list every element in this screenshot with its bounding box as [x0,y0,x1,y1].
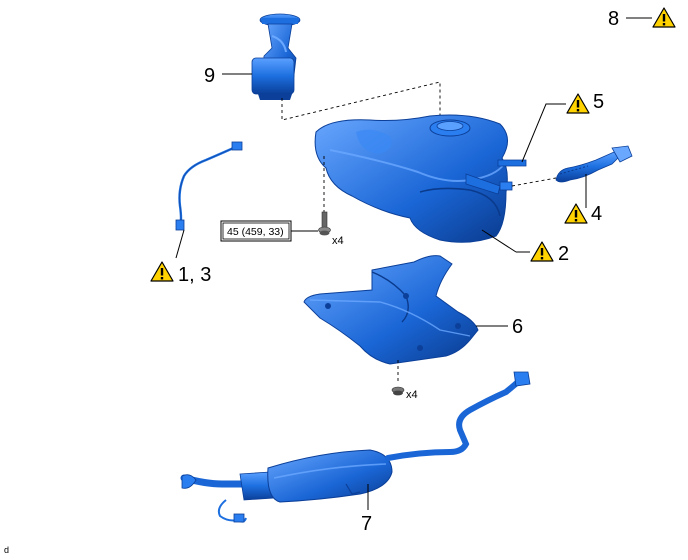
torque-box-inner [222,222,290,240]
exhaust-pipe-assembly [180,371,531,523]
leader-5 [521,103,566,163]
fuel-tank [314,114,527,243]
bolt-quantity: x4 [332,235,344,247]
fuel-pump-assembly [251,13,301,100]
protector-nut [391,386,405,396]
leader-2 [481,229,517,253]
tank-protector [303,255,479,365]
warning-triangle-icon [564,203,588,224]
alignment-line-pump [281,81,441,121]
warning-triangle-icon [566,93,590,114]
torque-spec: 45 (459, 33) [227,226,284,238]
filler-pipe [555,145,633,183]
callout-9: 9 [204,65,215,87]
callout-2: 2 [558,243,569,265]
callout-6: 6 [512,316,523,338]
callout-7: 7 [361,513,372,535]
leader-1-3 [175,229,185,259]
corner-code: d [4,545,9,555]
warning-triangle-icon [530,241,554,262]
tank-bolt [318,211,331,236]
callout-5: 5 [593,91,604,113]
warning-triangle-icon [652,7,676,28]
callout-4: 4 [591,203,602,225]
warning-triangle-icon [150,261,174,282]
alignment-line-filler [511,177,557,187]
sensor-harness [175,141,243,231]
callout-8: 8 [608,8,619,30]
nut-quantity: x4 [406,389,418,401]
callout-1-3: 1, 3 [178,264,211,286]
